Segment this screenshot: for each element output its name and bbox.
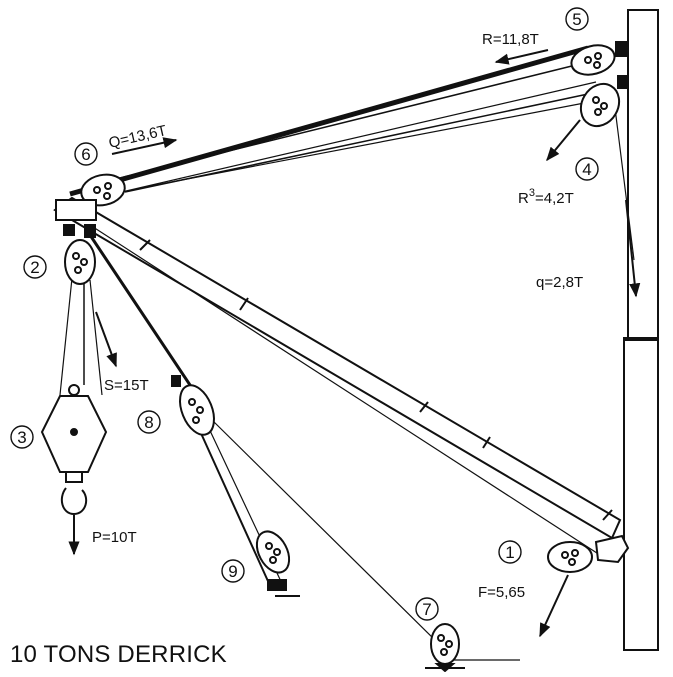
pulley-block-3 — [40, 384, 108, 516]
callout-2: 2 — [23, 255, 47, 279]
callout-5: 5 — [565, 7, 589, 31]
callout-1: 1 — [498, 540, 522, 564]
callout-3: 3 — [10, 425, 34, 449]
callout-7: 7 — [415, 597, 439, 621]
pulley-block-1 — [547, 534, 630, 573]
pulley-block-7 — [425, 623, 465, 673]
callout-4: 4 — [575, 157, 599, 181]
callout-9: 9 — [221, 559, 245, 583]
force-arrow-q — [111, 137, 178, 155]
pulley-block-5 — [570, 41, 629, 76]
force-arrow-q-small — [625, 199, 641, 298]
svg-text:3: 3 — [17, 428, 26, 447]
svg-text:7: 7 — [422, 600, 431, 619]
svg-text:6: 6 — [81, 145, 90, 164]
mast — [623, 9, 659, 651]
svg-text:9: 9 — [228, 562, 237, 581]
force-arrows — [68, 49, 641, 638]
pulley-block-8 — [171, 375, 215, 436]
svg-text:8: 8 — [144, 413, 153, 432]
svg-text:2: 2 — [30, 258, 39, 277]
force-arrow-r — [494, 49, 549, 65]
force-arrow-s — [95, 311, 117, 368]
callout-8: 8 — [137, 410, 161, 434]
force-label-s: S=15T — [104, 377, 149, 394]
force-label-p: P=10T — [92, 529, 137, 546]
force-label-r3: R3=4,2T — [518, 187, 574, 207]
pulley-block-9 — [255, 530, 300, 597]
force-arrow-r3 — [546, 119, 581, 162]
svg-text:5: 5 — [572, 10, 581, 29]
force-label-r: R=11,8T — [482, 31, 539, 48]
force-label-q-small: q=2,8T — [536, 274, 583, 291]
topping-lift-cables — [69, 45, 601, 204]
pulley-block-6 — [80, 173, 126, 207]
pulley-block-2 — [55, 199, 97, 285]
force-arrow-f — [539, 574, 569, 638]
boom — [53, 196, 622, 540]
callout-6: 6 — [74, 142, 98, 166]
pulley-block-4 — [579, 75, 629, 128]
load-ropes — [59, 99, 635, 661]
diagram-title: 10 TONS DERRICK — [10, 641, 227, 668]
svg-text:4: 4 — [582, 160, 591, 179]
svg-text:1: 1 — [505, 543, 514, 562]
force-label-f: F=5,65 — [478, 584, 525, 601]
